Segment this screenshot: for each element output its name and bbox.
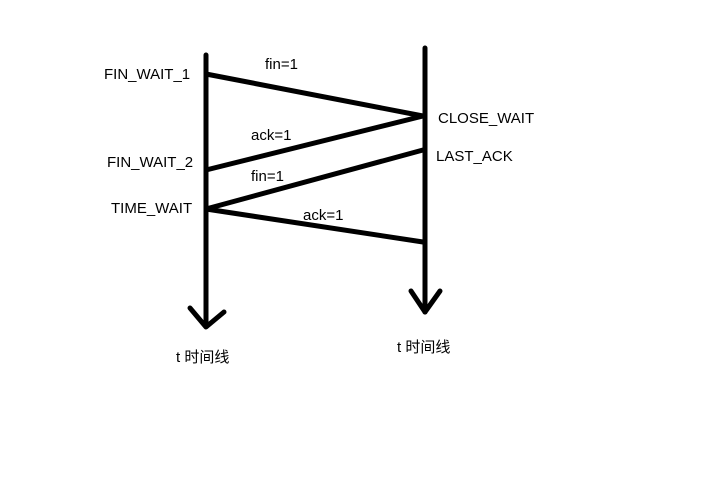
left-timeline-label: t 时间线 [176, 349, 229, 366]
message-line-fin-2 [203, 147, 426, 212]
state-label-time-wait: TIME_WAIT [111, 200, 192, 217]
right-timeline-arrowhead [408, 288, 443, 315]
state-label-close-wait: CLOSE_WAIT [438, 110, 534, 127]
state-label-fin-wait-1: FIN_WAIT_1 [104, 66, 190, 83]
state-label-last-ack: LAST_ACK [436, 148, 513, 165]
right-timeline-label: t 时间线 [397, 339, 450, 356]
state-label-fin-wait-2: FIN_WAIT_2 [107, 154, 193, 171]
message-label-ack-2: ack=1 [303, 207, 343, 224]
message-line-ack-2 [203, 206, 426, 245]
message-label-fin-1: fin=1 [265, 56, 298, 73]
message-label-ack-1: ack=1 [251, 127, 291, 144]
left-timeline-arrowhead [187, 305, 227, 330]
message-label-fin-2: fin=1 [251, 168, 284, 185]
message-line-ack-1 [203, 113, 426, 173]
message-line-fin-1 [203, 71, 426, 119]
